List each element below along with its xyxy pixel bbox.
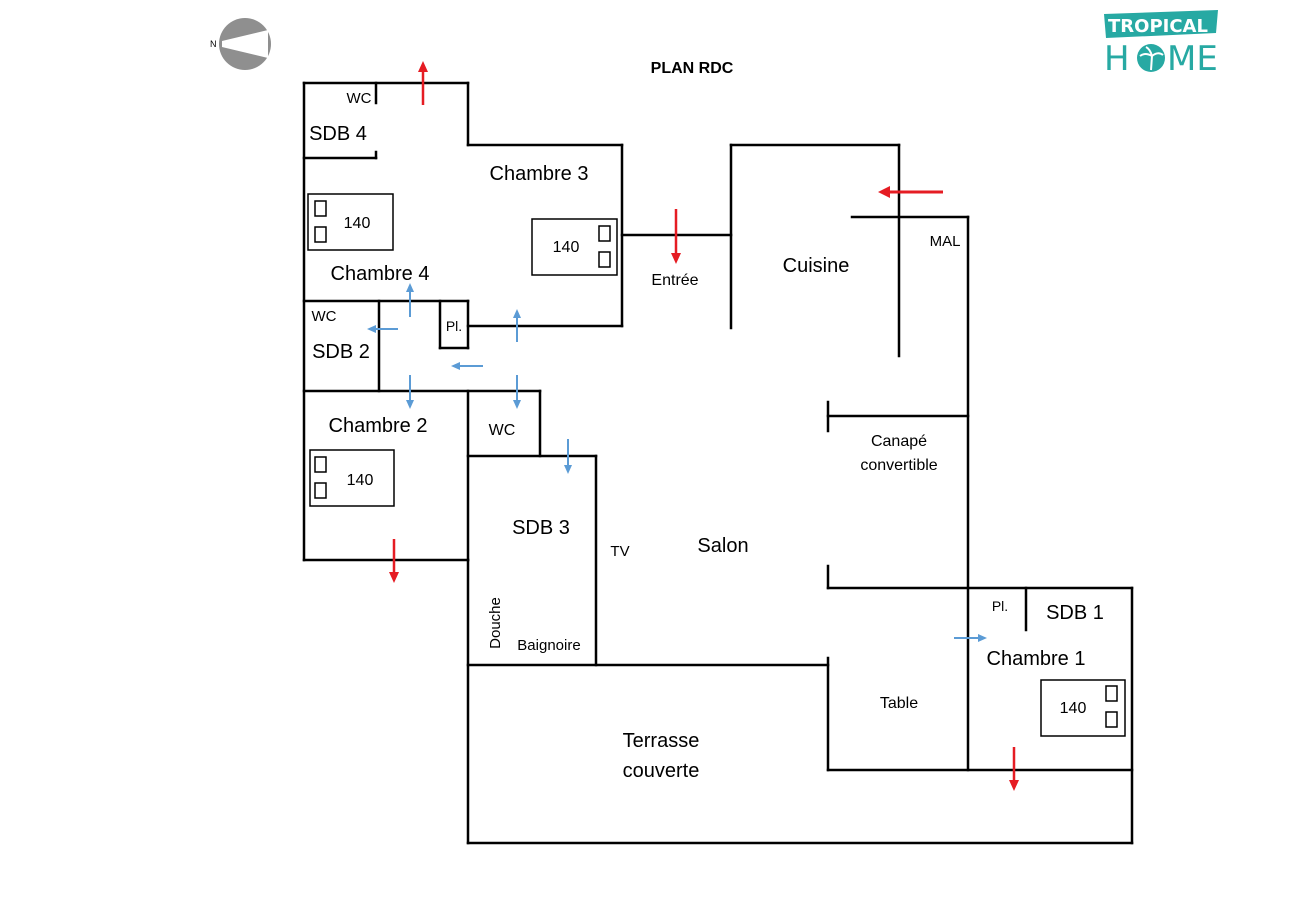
main-access-arrows xyxy=(389,61,1019,791)
room-label-douche: Douche xyxy=(487,597,504,649)
room-label-placard-right: Pl. xyxy=(992,598,1008,614)
internal-access-arrows xyxy=(367,283,987,642)
room-label-chambre2: Chambre 2 xyxy=(329,415,428,437)
room-label-sdb3: SDB 3 xyxy=(512,517,570,539)
room-label-sdb2: SDB 2 xyxy=(312,341,370,363)
room-label-tv: TV xyxy=(610,543,629,560)
arrow-down-icon xyxy=(671,209,681,264)
logo-top-word: TROPICAL xyxy=(1108,16,1208,37)
arrow-right-icon xyxy=(954,634,987,642)
arrow-down-icon xyxy=(1009,747,1019,791)
room-label-chambre3: Chambre 3 xyxy=(490,163,589,185)
room-label-terrasse-line1: Terrasse xyxy=(623,730,700,752)
room-label-chambre4: Chambre 4 xyxy=(331,263,430,285)
room-label-salon: Salon xyxy=(697,535,748,557)
walls xyxy=(302,81,1134,845)
arrow-left-icon xyxy=(367,325,398,333)
room-label-cuisine: Cuisine xyxy=(783,255,850,277)
room-label-mal: MAL xyxy=(930,233,961,250)
bed-chambre4 xyxy=(307,193,394,251)
room-label-canape-line1: Canapé xyxy=(871,433,927,450)
plan-title: PLAN RDC xyxy=(651,60,734,77)
logo-bottom-word-left: H xyxy=(1104,39,1130,79)
compass-north-label: N xyxy=(210,39,217,49)
room-label-sdb1: SDB 1 xyxy=(1046,602,1104,624)
arrow-down-icon xyxy=(564,439,572,474)
room-label-wc-top: WC xyxy=(347,90,372,107)
arrow-left-icon xyxy=(451,362,483,370)
bed-chambre3-size: 140 xyxy=(553,239,580,256)
arrow-down-icon xyxy=(513,375,521,409)
bed-chambre2 xyxy=(309,449,395,507)
arrow-left-icon xyxy=(878,186,943,198)
room-label-table: Table xyxy=(880,695,918,712)
bed-chambre1-size: 140 xyxy=(1060,700,1087,717)
room-label-wc-mid: WC xyxy=(312,308,337,325)
arrow-down-icon xyxy=(389,539,399,583)
tropical-home-logo: TROPICAL H ME xyxy=(1104,10,1218,79)
room-label-terrasse-line2: couverte xyxy=(623,760,700,782)
compass-icon: N xyxy=(210,18,271,70)
bed-chambre4-size: 140 xyxy=(344,215,371,232)
bed-chambre3 xyxy=(531,218,618,276)
room-label-sdb4: SDB 4 xyxy=(309,123,367,145)
room-label-wc-center: WC xyxy=(489,422,516,439)
bed-chambre1 xyxy=(1040,679,1126,737)
room-label-chambre1: Chambre 1 xyxy=(987,648,1086,670)
room-label-placard-mid: Pl. xyxy=(446,318,462,334)
room-label-baignoire: Baignoire xyxy=(517,637,580,654)
room-label-canape-line2: convertible xyxy=(860,457,937,474)
bed-chambre2-size: 140 xyxy=(347,472,374,489)
arrow-down-icon xyxy=(406,375,414,409)
logo-bottom-word-right: ME xyxy=(1167,39,1218,79)
arrow-up-icon xyxy=(513,309,521,342)
arrow-up-icon xyxy=(406,283,414,317)
room-label-entree: Entrée xyxy=(651,272,698,289)
arrow-up-icon xyxy=(418,61,428,105)
